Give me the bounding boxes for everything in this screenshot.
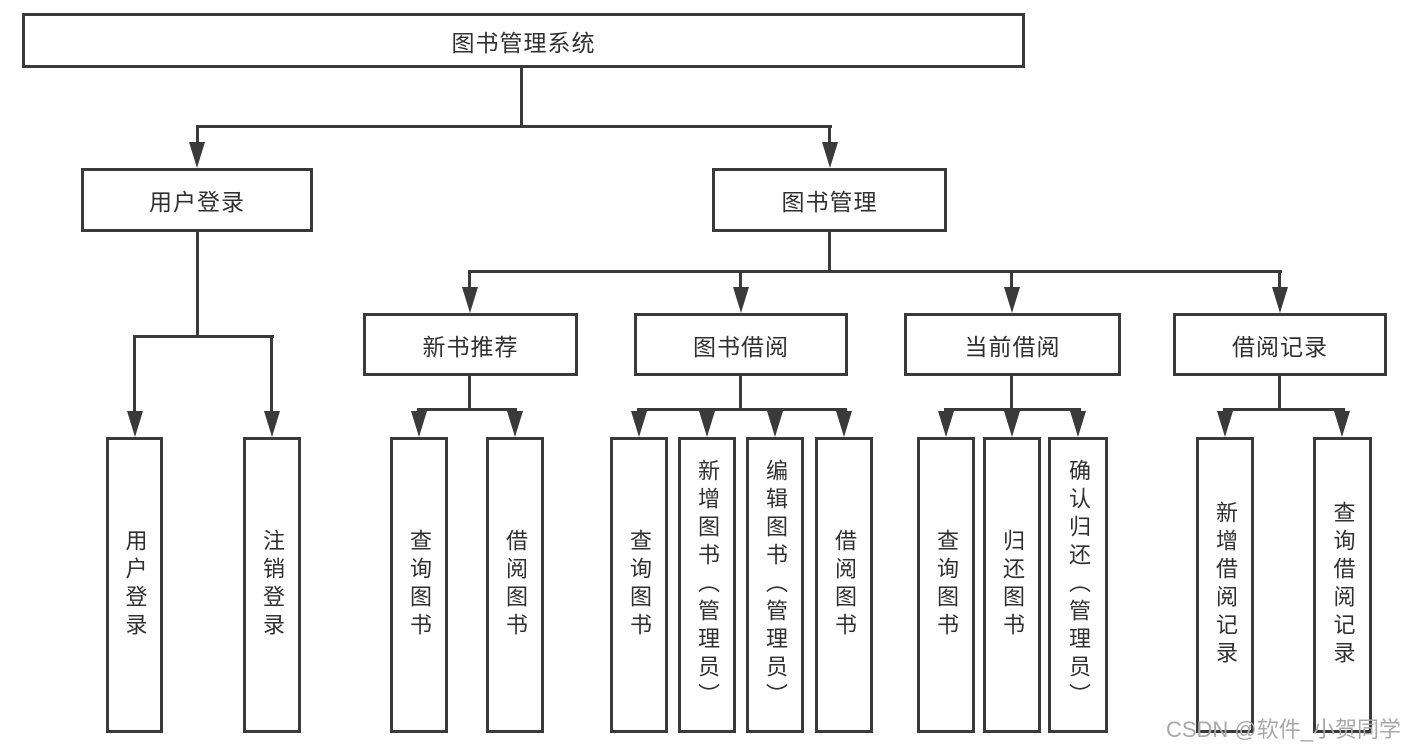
connector-stub-records <box>1278 270 1281 288</box>
leaf-records-add-record: 新增借阅记录 <box>1196 437 1254 733</box>
arrow-down-icon <box>189 142 205 168</box>
leaf-recommend-query-books: 查询图书 <box>390 437 448 733</box>
node-new-book-recommend-label: 新书推荐 <box>422 333 519 360</box>
connector-login-rail <box>133 335 274 338</box>
leaf-borrow-borrow-books-label: 借阅图书 <box>832 529 857 641</box>
arrow-down-icon <box>767 411 783 437</box>
connector-current-stem <box>1010 376 1013 408</box>
connector-stub-current <box>1010 270 1013 288</box>
arrow-down-icon <box>938 411 954 437</box>
arrow-down-icon <box>127 411 143 437</box>
node-book-management-label: 图书管理 <box>781 189 878 215</box>
connector-stub-logout <box>270 335 273 413</box>
arrow-down-icon <box>733 287 749 313</box>
leaf-recommend-query-books-label: 查询图书 <box>407 529 432 641</box>
node-root-library-system: 图书管理系统 <box>22 13 1025 68</box>
arrow-down-icon <box>411 411 427 437</box>
arrow-down-icon <box>822 142 838 168</box>
connector-stub-user-login <box>196 125 199 144</box>
leaf-user-login: 用户登录 <box>106 437 163 733</box>
arrow-down-icon <box>507 411 523 437</box>
leaf-current-return-books: 归还图书 <box>983 437 1041 733</box>
node-new-book-recommend: 新书推荐 <box>363 313 578 376</box>
node-borrow-records-label: 借阅记录 <box>1232 333 1328 360</box>
connector-recommend-stem <box>468 376 471 408</box>
arrow-down-icon <box>836 411 852 437</box>
node-borrow-records: 借阅记录 <box>1173 313 1387 376</box>
connector-stub-recommend <box>468 270 471 288</box>
leaf-current-confirm-return-admin: 确认归还（管理员） <box>1048 437 1108 733</box>
arrow-down-icon <box>264 411 280 437</box>
arrow-down-icon <box>631 411 647 437</box>
arrow-down-icon <box>1217 411 1233 437</box>
leaf-current-query-books-label: 查询图书 <box>934 529 959 641</box>
arrow-down-icon <box>1004 287 1020 313</box>
connector-book-mgmt-stem <box>828 232 831 270</box>
node-book-borrow: 图书借阅 <box>634 313 848 376</box>
node-book-borrow-label: 图书借阅 <box>693 333 789 360</box>
leaf-borrow-edit-books-admin-label: 编辑图书（管理员） <box>763 459 788 711</box>
connector-recommend-rail <box>417 408 517 411</box>
arrow-down-icon <box>462 287 478 313</box>
leaf-records-query-record-label: 查询借阅记录 <box>1330 501 1356 669</box>
leaf-records-add-record-label: 新增借阅记录 <box>1213 501 1238 669</box>
arrow-down-icon <box>699 411 715 437</box>
leaf-recommend-borrow-books-label: 借阅图书 <box>503 529 528 641</box>
csdn-watermark: CSDN @软件_小贺同学 <box>1165 717 1401 742</box>
node-user-login-label: 用户登录 <box>149 189 245 215</box>
arrow-down-icon <box>1272 287 1288 313</box>
leaf-logout-label: 注销登录 <box>260 529 285 641</box>
connector-borrow-stem <box>739 376 742 408</box>
leaf-recommend-borrow-books: 借阅图书 <box>486 437 544 733</box>
connector-stub-login <box>133 335 136 413</box>
connector-level2-rail <box>468 270 1282 273</box>
leaf-current-return-books-label: 归还图书 <box>1000 529 1025 641</box>
leaf-borrow-add-books-admin: 新增图书（管理员） <box>678 437 736 733</box>
connector-stub-borrow <box>739 270 742 288</box>
node-root-label: 图书管理系统 <box>451 29 596 56</box>
connector-records-rail <box>1223 408 1345 411</box>
connector-root-stem <box>520 68 523 125</box>
leaf-current-confirm-return-admin-label: 确认归还（管理员） <box>1066 459 1091 711</box>
leaf-borrow-query-books: 查询图书 <box>610 437 668 733</box>
arrow-down-icon <box>1004 411 1020 437</box>
leaf-current-query-books: 查询图书 <box>917 437 975 733</box>
node-book-management: 图书管理 <box>712 168 947 232</box>
leaf-logout: 注销登录 <box>243 437 301 733</box>
connector-level1-rail <box>196 125 832 128</box>
leaf-borrow-add-books-admin-label: 新增图书（管理员） <box>695 459 720 711</box>
connector-user-login-stem <box>196 232 199 335</box>
leaf-records-query-record: 查询借阅记录 <box>1313 437 1372 733</box>
leaf-borrow-borrow-books: 借阅图书 <box>815 437 873 733</box>
leaf-user-login-label: 用户登录 <box>122 529 148 641</box>
leaf-borrow-query-books-label: 查询图书 <box>627 529 652 641</box>
node-current-borrow-label: 当前借阅 <box>964 333 1061 360</box>
node-user-login: 用户登录 <box>81 168 313 232</box>
node-current-borrow: 当前借阅 <box>904 313 1121 376</box>
arrow-down-icon <box>1334 411 1350 437</box>
connector-borrow-rail <box>637 408 847 411</box>
connector-records-stem <box>1278 376 1281 408</box>
arrow-down-icon <box>1070 411 1086 437</box>
leaf-borrow-edit-books-admin: 编辑图书（管理员） <box>746 437 804 733</box>
connector-stub-book-mgmt <box>828 125 831 144</box>
